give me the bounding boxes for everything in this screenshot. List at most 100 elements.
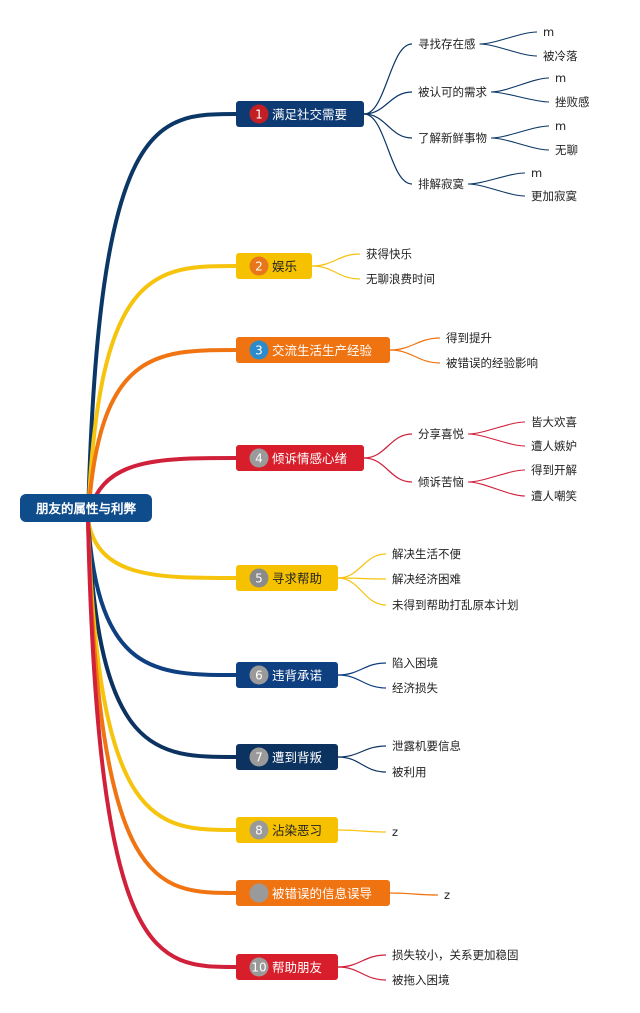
subtopic-connector (363, 91, 413, 115)
branch-8-number-badge (249, 820, 269, 840)
subtopic-connector (389, 892, 439, 896)
branch-7-number: 7 (255, 751, 263, 765)
subtopic-label[interactable]: 寻找存在感 (418, 37, 476, 51)
subtopic-connector (337, 954, 387, 968)
branch-1-number: 1 (255, 108, 263, 122)
branch-2-number: 2 (255, 260, 263, 274)
subtopic-label[interactable]: 经济损失 (392, 681, 438, 695)
subtopic-label[interactable]: 解决经济困难 (392, 572, 461, 586)
leaf-label[interactable]: 皆大欢喜 (531, 415, 577, 429)
branch-6-label: 违背承诺 (272, 668, 322, 683)
branch-3-number-badge (249, 340, 269, 360)
central-topic[interactable]: 朋友的属性与利弊 (20, 494, 152, 522)
subtopic-connector (337, 577, 387, 606)
subtopic-connector (337, 674, 387, 689)
branch-5-number-badge (249, 568, 269, 588)
branch-2-number-badge (249, 256, 269, 276)
leaf-label[interactable]: 更加寂寞 (531, 189, 577, 203)
branch-9[interactable]: 被错误的信息误导 z (236, 880, 450, 906)
leaf-label[interactable]: 被冷落 (543, 49, 578, 63)
leaf-connector (467, 172, 526, 185)
leaf-connector (479, 31, 538, 45)
leaf-connector (490, 77, 550, 93)
subtopic-label[interactable]: z (392, 825, 398, 839)
leaf-label[interactable]: 挫败感 (555, 95, 590, 109)
subtopic-connector (337, 966, 387, 981)
branch-8-label: 沾染恶习 (272, 823, 322, 838)
branch-7-connector (86, 518, 238, 759)
subtopic-label[interactable]: 无聊浪费时间 (366, 272, 435, 286)
leaf-connector (467, 183, 526, 197)
subtopic-label[interactable]: 倾诉苦恼 (418, 475, 464, 489)
subtopic-label[interactable]: 得到提升 (446, 331, 492, 345)
subtopic-label[interactable]: 被利用 (392, 765, 427, 779)
subtopic-label[interactable]: 被拖入困境 (392, 973, 450, 987)
leaf-connector (467, 481, 526, 497)
leaf-label[interactable]: m (531, 166, 542, 180)
leaf-connector (490, 91, 550, 103)
subtopic-connector (311, 253, 361, 267)
branch-5-connector (86, 518, 238, 580)
leaf-label[interactable]: m (555, 71, 566, 85)
subtopic-label[interactable]: 分享喜悦 (418, 427, 464, 441)
subtopic-label[interactable]: 被错误的经验影响 (446, 356, 538, 370)
leaf-label[interactable]: m (555, 119, 566, 133)
subtopic-connector (389, 349, 441, 364)
branch-10-label: 帮助朋友 (272, 960, 322, 975)
branch-5-label: 寻求帮助 (272, 571, 322, 586)
leaf-connector (467, 469, 526, 483)
subtopic-label[interactable]: 了解新鲜事物 (418, 131, 487, 145)
subtopic-label[interactable]: 陷入困境 (392, 656, 438, 670)
leaf-label[interactable]: m (543, 25, 554, 39)
central-topic-box (20, 494, 152, 522)
leaf-connector (467, 421, 526, 435)
subtopic-connector (337, 756, 387, 773)
subtopic-connector (363, 433, 413, 459)
subtopic-label[interactable]: 获得快乐 (366, 247, 412, 261)
subtopic-connector (389, 337, 441, 351)
leaf-label[interactable]: 遭人嘲笑 (531, 489, 577, 503)
branch-3-connector (86, 348, 238, 522)
leaf-connector (479, 43, 538, 57)
subtopic-label[interactable]: z (444, 888, 450, 902)
leaf-label[interactable]: 无聊 (555, 143, 578, 157)
branch-5-number: 5 (255, 572, 263, 586)
leaf-label[interactable]: 遭人嫉妒 (531, 439, 577, 453)
branch-3-number: 3 (255, 344, 263, 358)
branch-6-connector (86, 518, 238, 677)
branch-9-box (236, 880, 390, 906)
leaf-label[interactable]: 得到开解 (531, 463, 577, 477)
subtopic-connector (311, 265, 361, 280)
subtopic-label[interactable]: 损失较小，关系更加稳固 (392, 948, 519, 962)
subtopic-label[interactable]: 泄露机要信息 (392, 739, 461, 753)
branch-4-box (236, 445, 364, 471)
subtopic-connector (363, 113, 413, 139)
branch-4-number-badge (249, 448, 269, 468)
subtopic-connector (363, 457, 413, 483)
leaf-connector (490, 125, 550, 139)
subtopic-label[interactable]: 未得到帮助打乱原本计划 (392, 598, 519, 612)
subtopic-connector (363, 43, 413, 115)
subtopic-label[interactable]: 排解寂寞 (418, 177, 464, 191)
branch-10-number-badge (249, 957, 269, 977)
branch-6-number: 6 (255, 669, 263, 683)
subtopic-connector (337, 829, 387, 833)
branch-7-label: 遭到背叛 (272, 750, 323, 765)
branch-9-label: 被错误的信息误导 (272, 886, 372, 901)
branch-7-number-badge (249, 747, 269, 767)
central-topic-label: 朋友的属性与利弊 (35, 501, 137, 516)
subtopic-label[interactable]: 解决生活不便 (392, 547, 461, 561)
branch-3-label: 交流生活生产经验 (272, 343, 373, 358)
subtopic-label[interactable]: 被认可的需求 (418, 85, 487, 99)
